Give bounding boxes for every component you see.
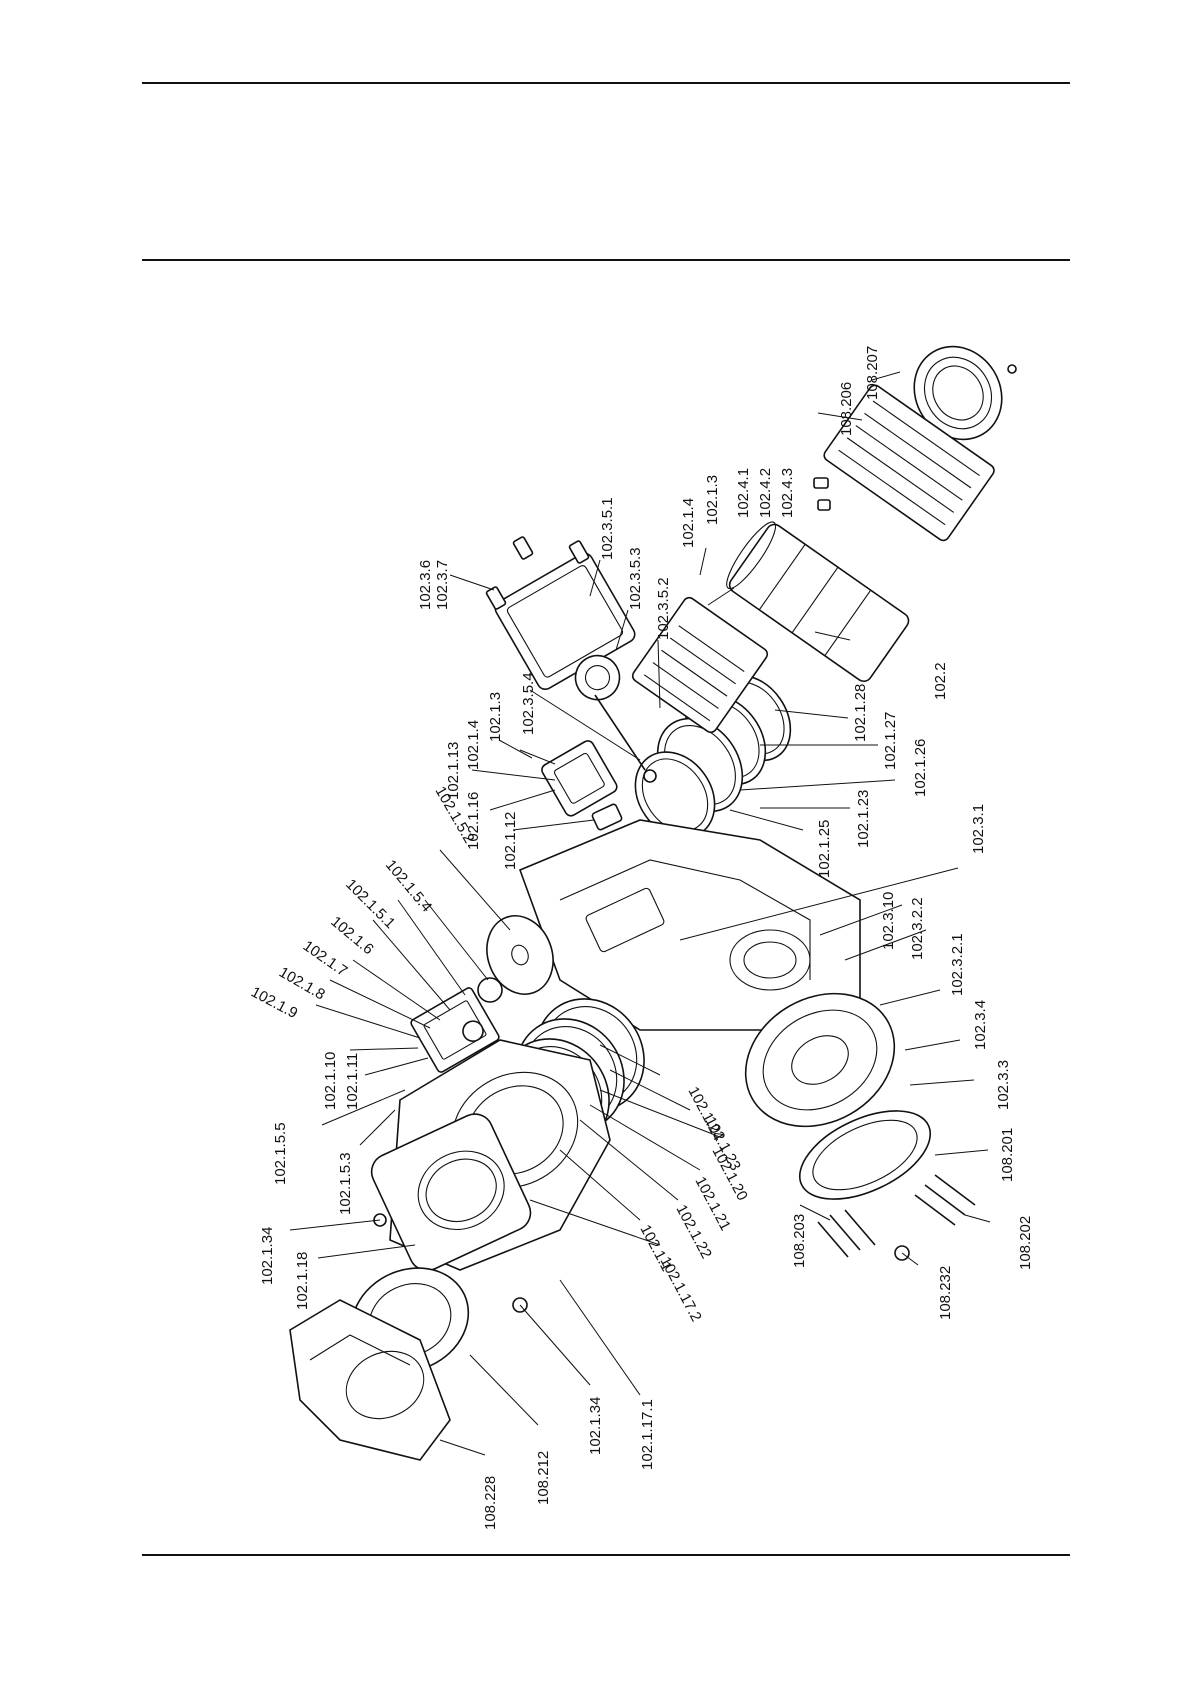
label-102-1-17-2: 102.1.17.2	[656, 1254, 704, 1325]
label-102-1-11: 102.1.11	[344, 1053, 361, 1110]
label-102-1-5-5: 102.1.5.5	[272, 1122, 289, 1185]
bolt-bundle-108-202	[914, 1174, 976, 1226]
servo-motor-102-3-5	[494, 552, 636, 701]
label-102-3-4: 102.3.4	[972, 1000, 989, 1050]
label-102-1-26: 102.1.26	[912, 739, 929, 797]
label-108-228: 108.228	[482, 1476, 499, 1530]
label-102-1-34-a: 102.1.34	[259, 1227, 276, 1285]
label-102-1-28: 102.1.28	[852, 684, 869, 742]
label-102-1-23-a: 102.1.23	[855, 790, 872, 848]
label-102-3-1: 102.3.1	[970, 804, 987, 854]
label-102-1-5-3: 102.1.5.3	[337, 1152, 354, 1215]
label-102-1-27: 102.1.27	[882, 712, 899, 770]
part-drawings	[289, 345, 1017, 1461]
label-102-3-2-1: 102.3.2.1	[949, 933, 966, 996]
label-102-1-3-b: 102.1.3	[487, 692, 504, 742]
bearing-102-1-5-4	[477, 977, 503, 1003]
label-102-1-13: 102.1.13	[445, 742, 462, 800]
label-102-3-6: 102.3.6	[417, 560, 434, 610]
label-102-1-17-1: 102.1.17.1	[639, 1399, 656, 1470]
header-rule	[142, 259, 1070, 261]
label-102-2: 102.2	[932, 662, 949, 700]
label-102-1-25: 102.1.25	[816, 820, 833, 878]
label-102-4-1: 102.4.1	[735, 468, 752, 518]
label-102-1-34-b: 102.1.34	[587, 1397, 604, 1455]
label-102-1-18: 102.1.18	[294, 1252, 311, 1310]
label-108-202: 108.202	[1017, 1216, 1034, 1270]
part-102-1-12	[591, 803, 623, 831]
shroud-108-228	[289, 1299, 451, 1461]
cover-plate-102-1-16	[541, 740, 618, 817]
label-102-1-7: 102.1.7	[300, 937, 351, 980]
label-102-3-5-1: 102.3.5.1	[599, 497, 616, 560]
bracket-cluster	[410, 987, 500, 1073]
label-102-3-5-4: 102.3.5.4	[520, 672, 537, 735]
label-102-1-4-a: 102.1.4	[680, 498, 697, 548]
top-rule	[142, 82, 1070, 84]
label-102-1-10: 102.1.10	[322, 1052, 339, 1110]
label-102-3-10: 102.3.10	[880, 892, 897, 950]
label-108-212: 108.212	[535, 1451, 552, 1505]
gear-unit-102-3-2	[744, 992, 896, 1128]
label-108-203: 108.203	[791, 1214, 808, 1268]
seal-rings-upper	[634, 674, 792, 839]
label-102-1-4-b: 102.1.4	[465, 720, 482, 770]
disc-102-1-5-2	[486, 915, 554, 995]
bolt-bundle-108-203	[817, 1209, 876, 1258]
side-cover-102-1-17	[370, 1113, 532, 1272]
label-102-1-9: 102.1.9	[248, 984, 300, 1023]
end-cap-flange	[913, 345, 1003, 441]
label-102-3-3: 102.3.3	[995, 1060, 1012, 1110]
label-108-207: 108.207	[864, 346, 881, 400]
footer-rule	[142, 1554, 1070, 1556]
small-bracket-2	[817, 499, 831, 511]
motor-bolts	[485, 536, 590, 610]
arm-tube-102-2	[726, 521, 910, 683]
leader-lines	[289, 371, 991, 1456]
label-102-3-7: 102.3.7	[434, 560, 451, 610]
label-102-1-16: 102.1.16	[465, 792, 482, 850]
label-108-206: 108.206	[838, 382, 855, 436]
servo-motor-102-4	[631, 596, 769, 734]
label-102-1-6: 102.1.6	[327, 913, 376, 958]
label-108-201: 108.201	[999, 1128, 1016, 1182]
arm-tube-upper	[823, 384, 995, 542]
set-screw	[1007, 364, 1017, 374]
label-102-1-12: 102.1.12	[502, 812, 519, 870]
label-108-232: 108.232	[937, 1266, 954, 1320]
label-102-4-2: 102.4.2	[757, 468, 774, 518]
label-102-1-3-a: 102.1.3	[704, 475, 721, 525]
small-bracket	[813, 477, 829, 489]
label-102-3-5-2: 102.3.5.2	[655, 577, 672, 640]
label-102-3-5-3: 102.3.5.3	[627, 547, 644, 610]
label-102-3-2-2: 102.3.2.2	[909, 897, 926, 960]
label-102-1-5-4: 102.1.5.4	[382, 857, 435, 916]
bolt-flange-108-201	[798, 1110, 932, 1200]
label-102-4-3: 102.4.3	[779, 468, 796, 518]
